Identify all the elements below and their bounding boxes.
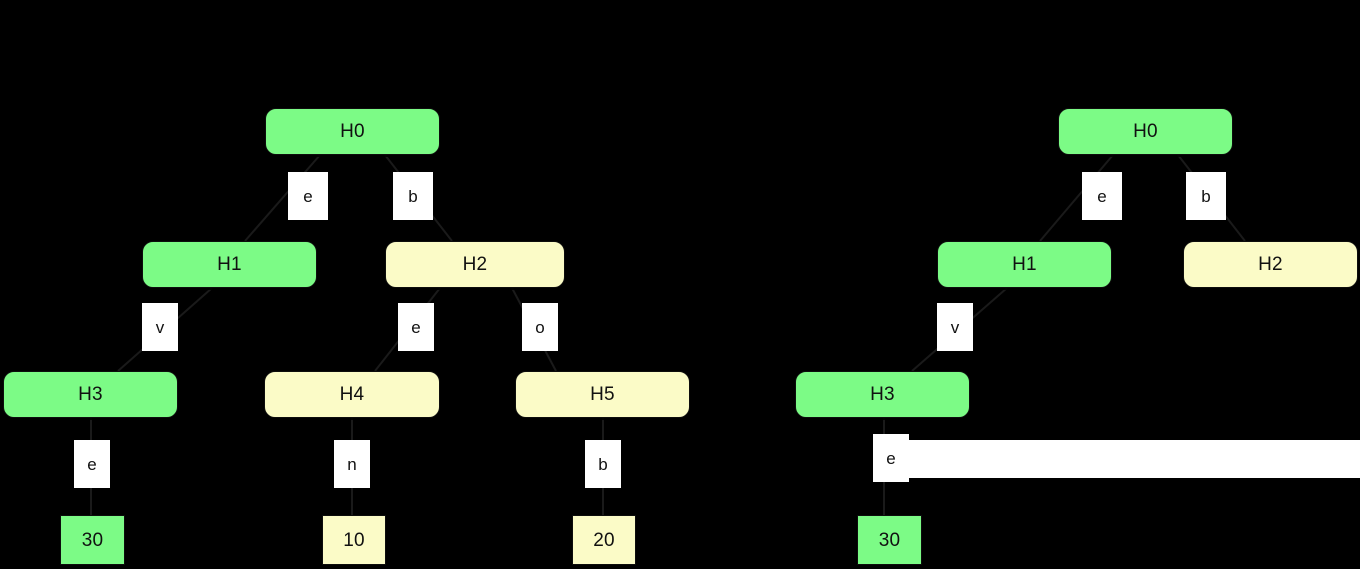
edge-label: v xyxy=(937,303,973,351)
edge-label: e xyxy=(1082,172,1122,220)
hash-node-h2[interactable]: H2 xyxy=(385,241,565,288)
edge-label: e xyxy=(288,172,328,220)
leaf-node-10[interactable]: 10 xyxy=(322,515,386,565)
hash-node-h0[interactable]: H0 xyxy=(265,108,440,155)
leaf-node-20[interactable]: 20 xyxy=(572,515,636,565)
edge-label: v xyxy=(142,303,178,351)
overlay-strip xyxy=(873,440,1360,478)
edge-label: e xyxy=(398,303,434,351)
edge-label: n xyxy=(334,440,370,488)
edge-label: b xyxy=(1186,172,1226,220)
hash-node-h3[interactable]: H3 xyxy=(795,371,970,418)
hash-node-h3[interactable]: H3 xyxy=(3,371,178,418)
hash-node-h1[interactable]: H1 xyxy=(937,241,1112,288)
edge-label: b xyxy=(585,440,621,488)
hash-node-h5[interactable]: H5 xyxy=(515,371,690,418)
leaf-node-30[interactable]: 30 xyxy=(857,515,922,565)
edge-label: b xyxy=(393,172,433,220)
edge-label: e xyxy=(74,440,110,488)
edge-label: o xyxy=(522,303,558,351)
leaf-node-30[interactable]: 30 xyxy=(60,515,125,565)
hash-node-h0[interactable]: H0 xyxy=(1058,108,1233,155)
edge-label: e xyxy=(873,434,909,482)
hash-node-h4[interactable]: H4 xyxy=(264,371,440,418)
hash-node-h1[interactable]: H1 xyxy=(142,241,317,288)
hash-node-h2[interactable]: H2 xyxy=(1183,241,1358,288)
